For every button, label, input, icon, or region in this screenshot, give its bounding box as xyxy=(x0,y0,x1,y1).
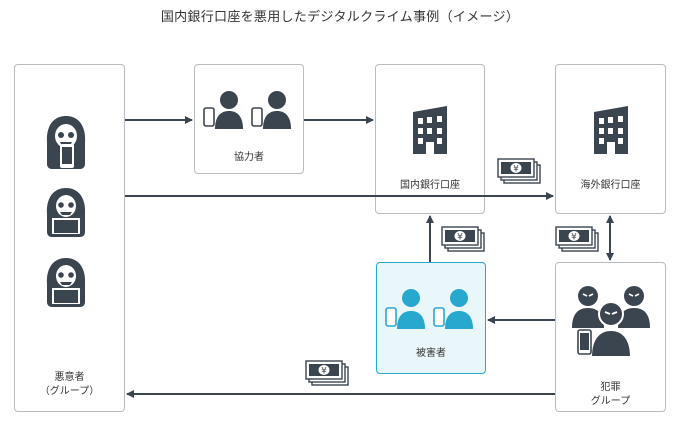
attackers-box: 悪意者 （グループ） xyxy=(14,64,125,412)
domestic-bank-label: 国内銀行口座 xyxy=(400,180,460,191)
crime-group-label-line1: 犯罪 xyxy=(600,382,621,393)
victims-people-icon xyxy=(385,289,473,329)
attackers-label-line1: 悪意者 xyxy=(54,372,85,383)
money-stack-icon: ¥ xyxy=(305,360,349,386)
yen-symbol: ¥ xyxy=(321,367,327,377)
hacker-with-phone-icon xyxy=(46,116,86,169)
crime-group-icon xyxy=(572,286,650,358)
people-with-phones-icon xyxy=(203,91,291,129)
yen-symbol: ¥ xyxy=(513,165,519,175)
money-stack-icon: ¥ xyxy=(497,158,541,184)
crime-group-label-line2: グループ xyxy=(590,396,631,407)
victims-label: 被害者 xyxy=(416,348,446,359)
hacker-with-laptop-icon xyxy=(46,188,86,237)
yen-symbol: ¥ xyxy=(571,233,577,243)
bank-building-icon xyxy=(594,106,628,154)
money-stack-icon: ¥ xyxy=(441,226,485,252)
bank-building-icon xyxy=(413,106,447,154)
money-stack-icon: ¥ xyxy=(555,226,599,252)
overseas-bank-label: 海外銀行口座 xyxy=(580,180,641,191)
collaborators-label: 協力者 xyxy=(234,152,264,163)
yen-symbol: ¥ xyxy=(457,233,463,243)
attackers-label-line2: （グループ） xyxy=(39,386,100,397)
hacker-with-laptop-icon xyxy=(46,258,86,307)
diagram-title: 国内銀行口座を悪用したデジタルクライム事例（イメージ） xyxy=(160,10,520,25)
